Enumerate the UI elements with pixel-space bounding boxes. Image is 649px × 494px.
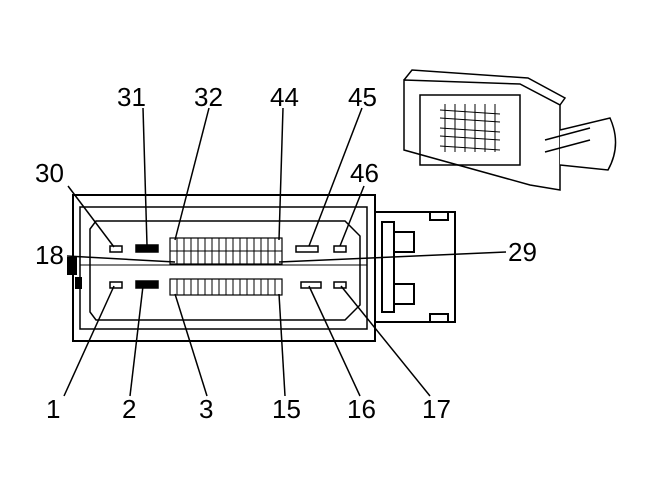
pin-label-16: 16 xyxy=(347,394,376,424)
leader-pin-15 xyxy=(278,293,286,397)
pin-label-2: 2 xyxy=(122,394,136,424)
connector-inner-rim xyxy=(79,206,368,330)
pin-label-17: 17 xyxy=(422,394,451,424)
connector-left-latch xyxy=(67,257,77,275)
leader-pin-18 xyxy=(66,255,176,263)
connector-pin-field xyxy=(89,220,361,321)
pin-label-46: 46 xyxy=(350,158,379,188)
leader-pin-30 xyxy=(67,185,115,248)
pin-label-3: 3 xyxy=(199,394,213,424)
leader-lines xyxy=(63,107,507,397)
pin-label-group: 31 32 44 45 30 46 18 29 1 2 3 15 16 17 xyxy=(35,82,537,424)
leader-pin-3 xyxy=(174,293,208,397)
pin-label-29: 29 xyxy=(508,237,537,267)
pin-block-lower xyxy=(169,278,283,296)
pin-block-upper xyxy=(169,237,283,265)
leader-pin-45 xyxy=(308,107,363,247)
leader-pin-31 xyxy=(142,107,148,246)
pin-label-18: 18 xyxy=(35,240,64,270)
leader-pin-46 xyxy=(339,185,365,247)
connector-left-key xyxy=(75,277,82,289)
pin-label-31: 31 xyxy=(117,82,146,112)
pin-label-15: 15 xyxy=(272,394,301,424)
leader-pin-1 xyxy=(63,285,115,397)
pin-label-30: 30 xyxy=(35,158,64,188)
pin-label-32: 32 xyxy=(194,82,223,112)
connector-face xyxy=(67,194,376,342)
connector-outer-housing xyxy=(72,194,376,342)
pin-label-44: 44 xyxy=(270,82,299,112)
pin-label-45: 45 xyxy=(348,82,377,112)
connector-3d-inset xyxy=(403,69,617,191)
leader-pin-2 xyxy=(129,285,144,397)
leader-pin-29 xyxy=(278,251,507,263)
connector-side-lock xyxy=(374,211,456,323)
pin-label-1: 1 xyxy=(46,394,60,424)
leader-pin-32 xyxy=(174,107,210,241)
leader-pin-16 xyxy=(308,285,361,397)
leader-pin-17 xyxy=(340,285,431,397)
leader-pin-44 xyxy=(278,107,284,241)
